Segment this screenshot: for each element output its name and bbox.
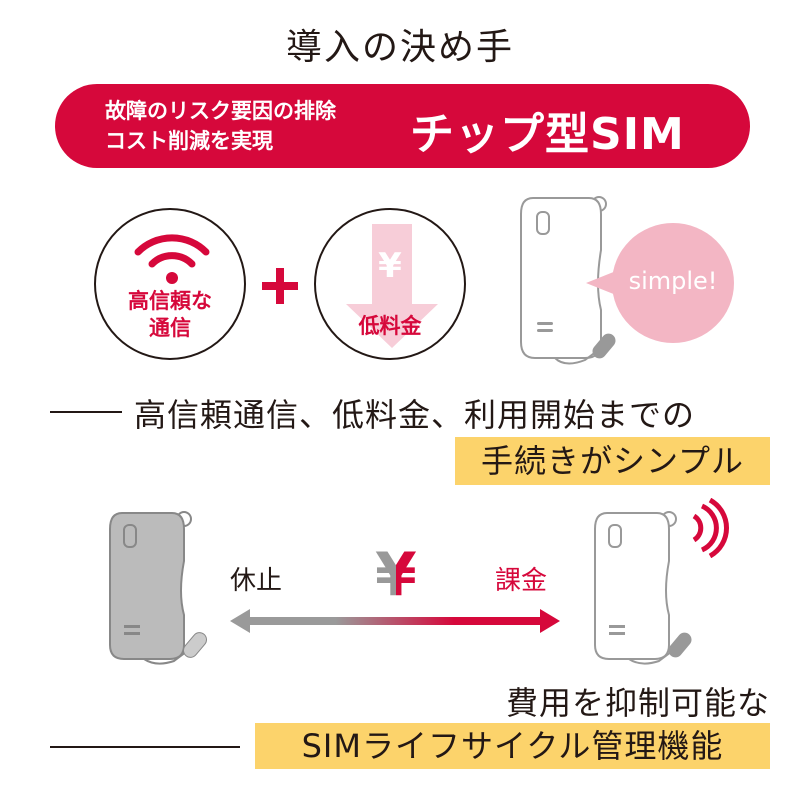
banner-subtitle: 故障のリスク要因の排除 コスト削減を実現 bbox=[105, 96, 336, 156]
bubble-text: simple! bbox=[628, 267, 718, 295]
banner-title: チップ型SIM bbox=[410, 109, 685, 160]
point1-text: 高信頼通信、低料金、利用開始までの bbox=[134, 396, 696, 434]
banner-line2: コスト削減を実現 bbox=[105, 129, 273, 153]
yen-icon: ¥ bbox=[375, 540, 417, 610]
reliable-label-2: 通信 bbox=[149, 316, 191, 340]
point2-highlight: SIMライフサイクル管理機能 bbox=[255, 723, 770, 769]
active-phone-icon bbox=[594, 511, 692, 665]
yen-icon: ¥ bbox=[378, 246, 402, 286]
low-cost-label: 低料金 bbox=[358, 314, 422, 338]
signal-waves-icon bbox=[692, 498, 729, 558]
pause-label: 休止 bbox=[230, 566, 283, 596]
low-cost-circle: ¥ 低料金 bbox=[314, 208, 466, 360]
charge-label: 課金 bbox=[495, 566, 548, 596]
down-arrow-icon bbox=[346, 224, 438, 348]
wifi-icon bbox=[134, 234, 210, 284]
plus-icon bbox=[262, 268, 298, 304]
banner-line1: 故障のリスク要因の排除 bbox=[105, 99, 336, 123]
simple-speech-bubble: simple! bbox=[586, 223, 734, 343]
reliable-label-1: 高信頼な bbox=[128, 289, 212, 313]
paused-phone-icon bbox=[109, 511, 207, 665]
reliable-communication-circle: 高信頼な 通信 bbox=[94, 208, 246, 360]
page-title: 導入の決め手 bbox=[285, 27, 514, 68]
phone-device-icon bbox=[520, 196, 616, 365]
chip-sim-banner: 故障のリスク要因の排除 コスト削減を実現 チップ型SIM bbox=[55, 84, 750, 168]
double-arrow-icon bbox=[230, 609, 560, 633]
point1-highlight: 手続きがシンプル bbox=[455, 437, 770, 485]
divider bbox=[50, 746, 240, 748]
divider bbox=[50, 411, 122, 413]
point2-text: 費用を抑制可能な bbox=[505, 684, 770, 722]
